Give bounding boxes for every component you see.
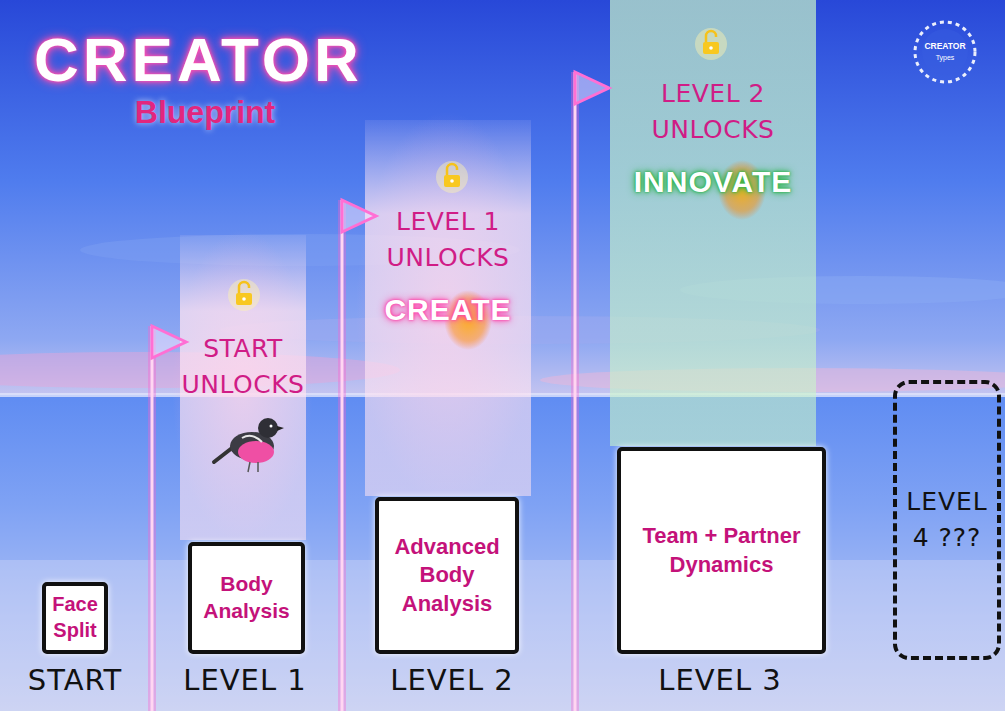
level-box: Face Split	[42, 582, 108, 654]
glow-band	[610, 0, 816, 446]
subtitle: Blueprint	[135, 94, 275, 131]
unlock-word: INNOVATE	[634, 165, 793, 199]
node-text: START UNLOCKS	[182, 331, 305, 402]
padlock-icon	[695, 28, 727, 60]
node-text: LEVEL 4 ???	[903, 484, 991, 557]
logo-ring	[915, 22, 975, 82]
level-label: LEVEL 2	[390, 663, 513, 697]
level-box: Team + Partner Dynamics	[617, 447, 826, 654]
title: CREATOR	[34, 24, 363, 95]
node-text: Body Analysis	[198, 571, 295, 625]
padlock-icon	[228, 279, 260, 311]
node-text: Advanced Body Analysis	[385, 533, 509, 617]
level-label: START	[28, 663, 122, 697]
neon-flag	[152, 72, 609, 711]
unlock-word: CREATE	[384, 293, 511, 327]
level-box: Body Analysis	[188, 542, 305, 654]
robin-illustration	[214, 418, 284, 472]
padlock-icon	[436, 161, 468, 193]
level-box: Advanced Body Analysis	[375, 497, 519, 654]
glow-band	[180, 235, 306, 540]
future-level-box: LEVEL 4 ???	[893, 380, 1001, 660]
unlock-band: LEVEL 2 UNLOCKS INNOVATE	[610, 0, 816, 446]
node-text: LEVEL 2 UNLOCKS	[616, 76, 810, 147]
glow-band	[365, 120, 531, 496]
node-text: LEVEL 1 UNLOCKS	[371, 204, 525, 275]
logo-text: Types	[936, 54, 955, 61]
level-label: LEVEL 3	[658, 663, 781, 697]
level-label: LEVEL 1	[183, 663, 306, 697]
node-text: Face Split	[52, 592, 98, 643]
unlock-band: LEVEL 1 UNLOCKS CREATE	[365, 120, 531, 496]
node-text: Team + Partner Dynamics	[627, 522, 816, 578]
unlock-band: START UNLOCKS	[180, 235, 306, 540]
logo-text: CREATOR	[924, 41, 965, 51]
